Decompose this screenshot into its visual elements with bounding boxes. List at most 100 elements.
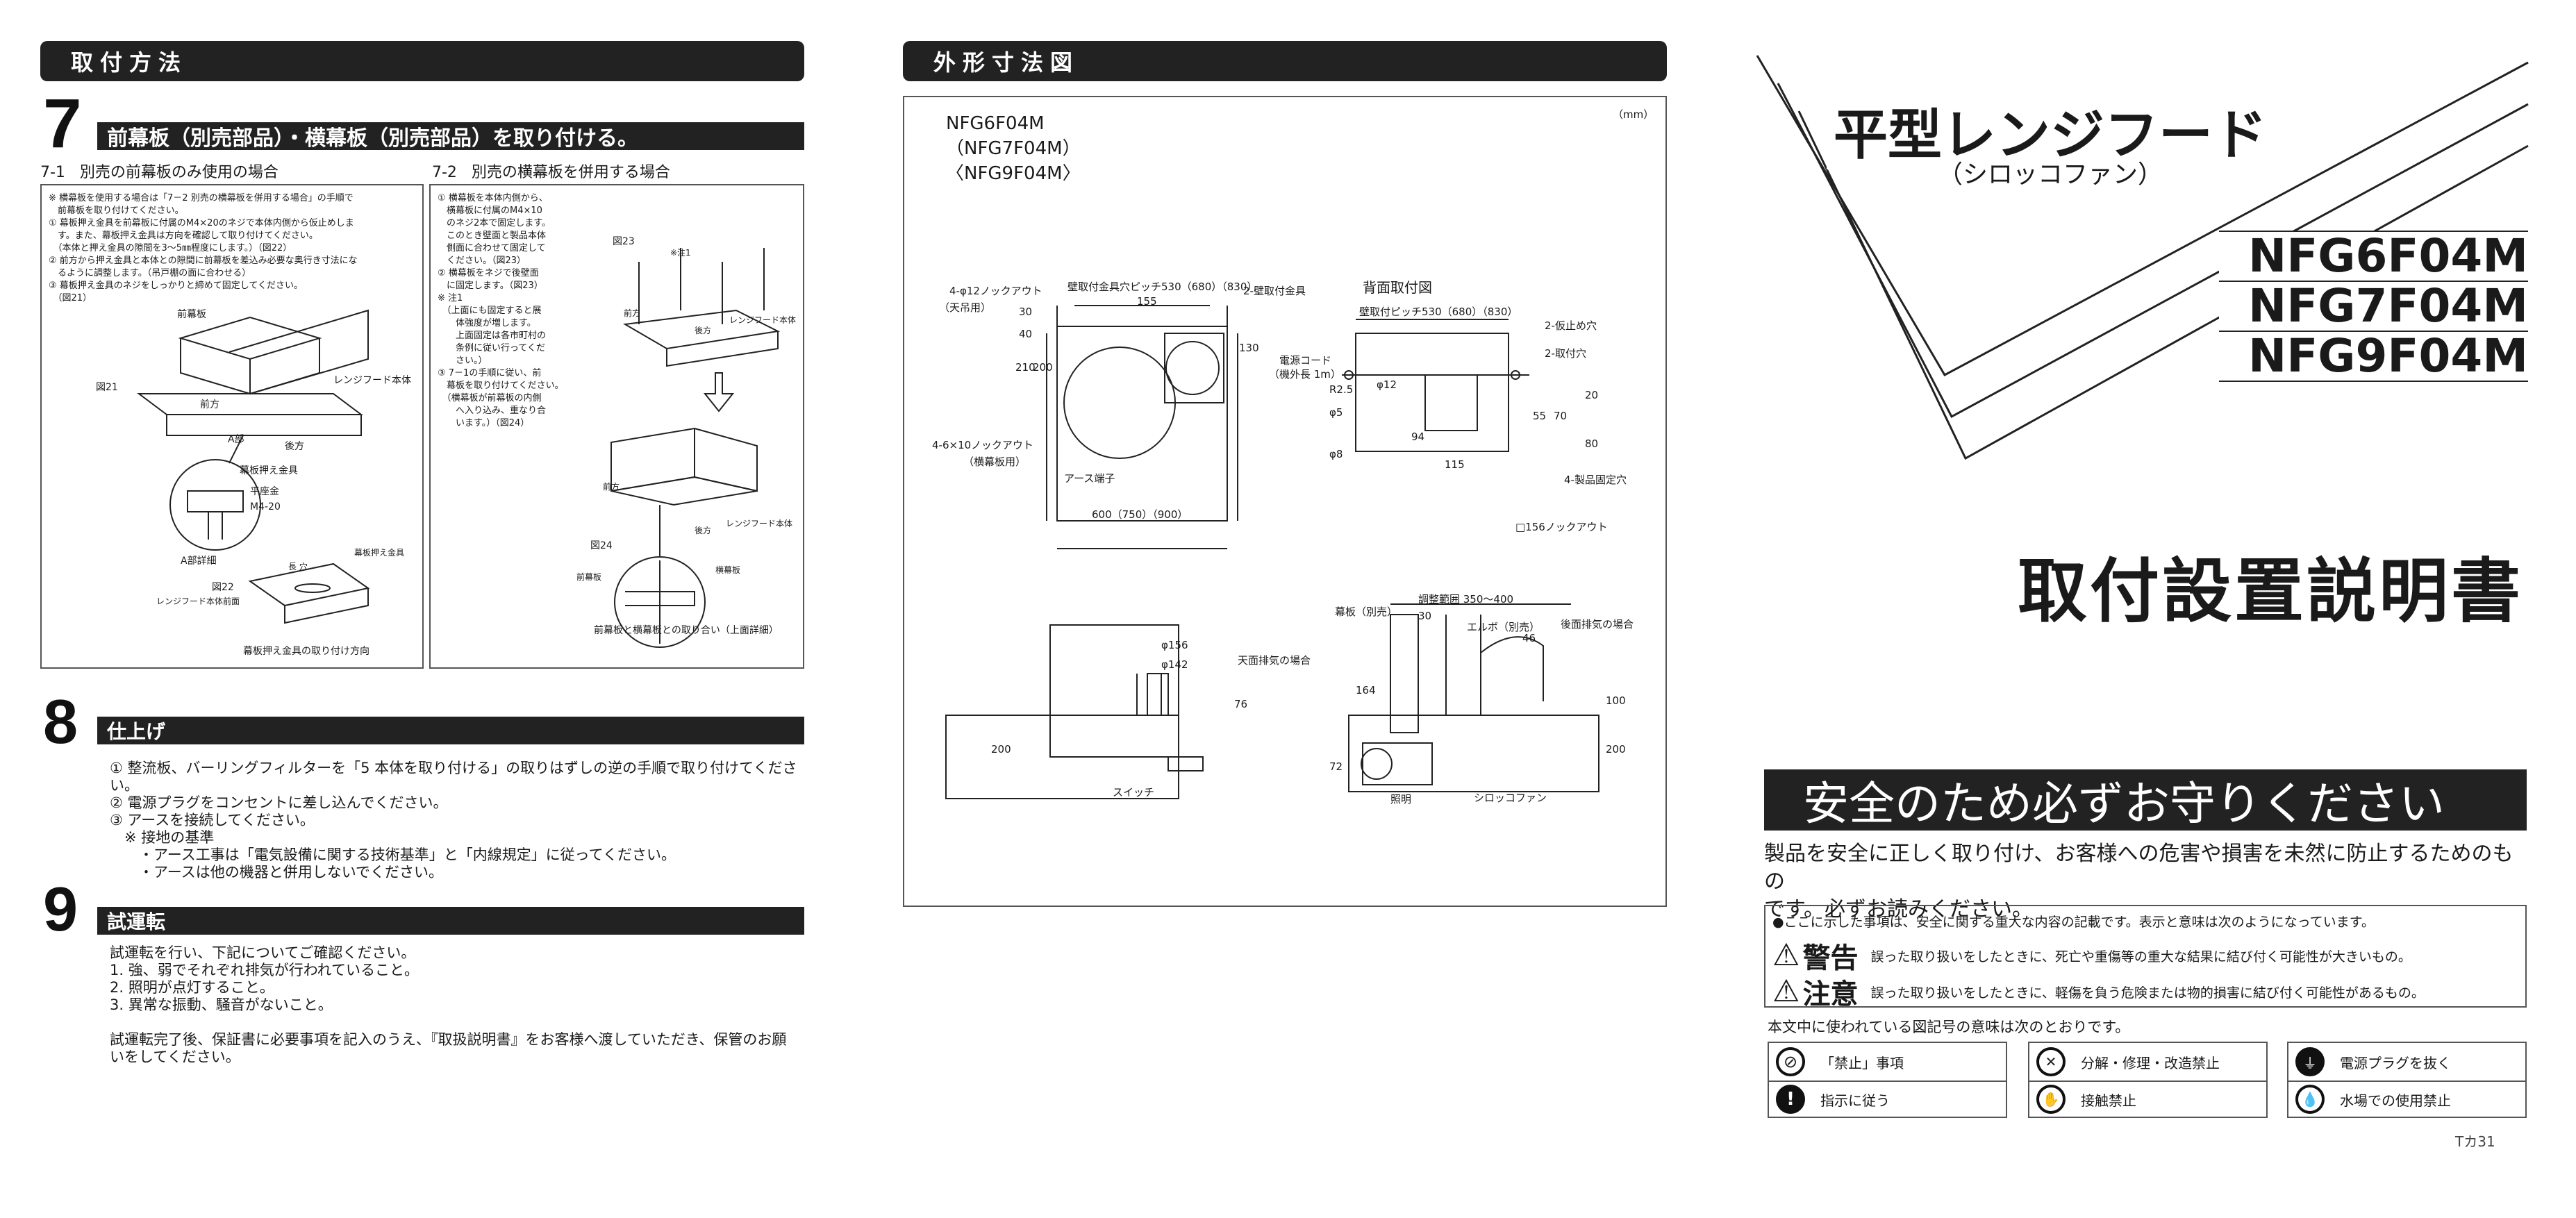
dim-r25: R2.5 [1329, 383, 1354, 396]
warning-row: ⚠ 警告 誤った取り扱いをしたときに、死亡や重傷等の重大な結果に結び付く可能性が… [1772, 935, 2411, 976]
dim-light: 照明 [1390, 793, 1412, 806]
symbol-no-touch: ✋ 接触禁止 [2036, 1085, 2136, 1114]
label-part-a: A部 [228, 434, 244, 445]
symbol-group-1: ⊘ 「禁止」事項 ! 指示に従う [1768, 1042, 2007, 1118]
prohibit-icon: ⊘ [1776, 1047, 1805, 1076]
dim-200c: 200 [1606, 743, 1626, 756]
caution-row: ⚠ 注意 誤った取り扱いをしたときに、軽傷を負う危険または物的損害に結び付く可能… [1772, 971, 2425, 1012]
section-header-dimensions: 外形寸法図 [903, 41, 1667, 81]
symbol-prohibit-label: 「禁止」事項 [1820, 1054, 1904, 1071]
dim-side-knockout-sub: （横幕板用） [963, 456, 1027, 468]
symbol-divider [2029, 1081, 2266, 1082]
dim-earth-terminal: アース端子 [1064, 472, 1115, 485]
symbol-divider [2288, 1081, 2525, 1082]
no-touch-icon: ✋ [2036, 1085, 2066, 1114]
label-front-3: 前方 [603, 482, 620, 492]
exclamation-icon: ! [1776, 1085, 1805, 1114]
product-title: 平型レンジフード [1827, 92, 2275, 169]
step-7-2-instructions: ① 横幕板を本体内側から、 横幕板に付属のM4×10 のネジ2本で固定します。 … [438, 193, 564, 428]
unplug-icon: ⏚ [2295, 1047, 2325, 1076]
dim-210: 210 [1015, 361, 1036, 374]
dim-94: 94 [1411, 431, 1425, 443]
dim-phi142: φ142 [1161, 658, 1188, 671]
dim-30: 30 [1019, 306, 1033, 318]
symbol-no-water-label: 水場での使用禁止 [2340, 1092, 2451, 1109]
dim-side-knockout: 4-6×10ノックアウト [932, 439, 1033, 451]
dim-power-cord: 電源コード [1279, 354, 1332, 367]
dim-adjust-range: 調整範囲 350～400 [1418, 593, 1514, 606]
label-bracket-2: 幕板押え金具 [354, 548, 405, 558]
label-bracket: 幕板押え金具 [240, 465, 298, 476]
dim-30b: 30 [1418, 610, 1432, 622]
dim-elbow: エルボ（別売） [1467, 621, 1540, 633]
dim-phi12: φ12 [1377, 378, 1397, 391]
warning-label: 警告 [1802, 942, 1859, 974]
fig-23-label: 図23 [613, 236, 635, 247]
dim-front-panel: 幕板（別売） [1335, 606, 1398, 618]
symbol-no-disassemble-label: 分解・修理・改造禁止 [2081, 1054, 2220, 1071]
label-back-2: 後方 [695, 326, 712, 335]
step-7-1-title: 別売の前幕板のみ使用の場合 [79, 164, 279, 181]
dim-156-knockout: □156ノックアウト [1515, 521, 1608, 533]
warning-triangle-icon: ⚠ [1772, 937, 1800, 973]
symbol-divider [1769, 1081, 2006, 1082]
label-back-3: 後方 [695, 526, 712, 535]
label-washer: 平座金 [250, 486, 279, 497]
caution-text: 誤った取り扱いをしたときに、軽傷を負う危険または物的損害に結び付く可能性があるも… [1870, 985, 2425, 1001]
model-2: NFG7F04M [2219, 281, 2528, 331]
label-overlap-detail: 前幕板と横幕板との取り合い（上面詳細） [594, 625, 779, 636]
safety-banner: 安全のため必ずお守りください [1764, 769, 2527, 831]
dim-115: 115 [1445, 458, 1465, 471]
label-front-2: 前方 [624, 308, 641, 318]
label-screw: M4-20 [250, 501, 281, 512]
dim-155: 155 [1137, 295, 1157, 308]
manual-title: 取付設置説明書 [2018, 551, 2523, 632]
step-7-2-title: 別売の横幕板を併用する場合 [471, 164, 670, 181]
step-9-text: 試運転を行い、下記についてご確認ください。 1. 強、弱でそれぞれ排気が行われて… [110, 944, 787, 1065]
label-hood-body-3: レンジフード本体 [726, 519, 793, 528]
label-hood-body-2: レンジフード本体 [729, 315, 797, 325]
figure-23-24-drawing [610, 248, 781, 648]
dim-phi8: φ8 [1329, 448, 1343, 460]
dim-20: 20 [1585, 389, 1599, 401]
label-note-1: ※注1 [670, 248, 691, 258]
dim-wall-bracket: 2-壁取付金具 [1243, 285, 1306, 297]
dim-power-cord-length: （機外長 1m） [1269, 368, 1341, 381]
step-9-title: 試運転 [97, 907, 804, 935]
dim-temp-holes: 2-仮止め穴 [1545, 319, 1597, 332]
model-list: NFG6F04M NFG7F04M NFG9F04M [2219, 231, 2528, 382]
safety-intro: 製品を安全に正しく取り付け、お客様への危害や損害を未然に防止するためのもの です… [1764, 842, 2513, 921]
product-subtitle: （シロッコファン） [1938, 160, 2163, 189]
label-front-panel: 前幕板 [177, 309, 206, 320]
symbol-instruct: ! 指示に従う [1776, 1085, 1890, 1114]
model-3: NFG9F04M [2219, 331, 2528, 382]
step-8-title: 仕上げ [97, 717, 804, 744]
step-7-1-box: ※ 横幕板を使用する場合は「7－2 別売の横幕板を併用する場合」の手順で 前幕板… [40, 184, 424, 669]
no-water-icon: 💧 [2295, 1085, 2325, 1114]
dim-46: 46 [1522, 632, 1536, 644]
dim-164: 164 [1356, 684, 1376, 696]
caution-triangle-icon: ⚠ [1772, 974, 1800, 1009]
symbol-no-disassemble: ✕ 分解・修理・改造禁止 [2036, 1047, 2220, 1076]
dim-100: 100 [1606, 694, 1626, 707]
dim-phi5: φ5 [1329, 406, 1343, 419]
label-front-direction: 前方 [200, 399, 219, 410]
back-mount-title: 背面取付図 [1363, 279, 1432, 296]
fig-21-label: 図21 [96, 382, 118, 393]
dim-hole-knockout: 4-φ12ノックアウト [949, 285, 1042, 297]
dimension-drawing-box: NFG6F04M （NFG7F04M） 〈NFG9F04M〉 （mm） 背面取付… [903, 96, 1667, 907]
outline-drawings [945, 305, 1599, 799]
dim-fix-holes: 4-製品固定穴 [1564, 474, 1627, 486]
label-a-detail: A部詳細 [181, 556, 217, 567]
symbol-unplug: ⏚ 電源プラグを抜く [2295, 1047, 2451, 1076]
dim-130: 130 [1239, 342, 1259, 354]
dim-switch: スイッチ [1113, 786, 1155, 799]
symbol-unplug-label: 電源プラグを抜く [2340, 1054, 2451, 1071]
symbol-group-2: ✕ 分解・修理・改造禁止 ✋ 接触禁止 [2028, 1042, 2268, 1118]
dim-40: 40 [1019, 328, 1033, 340]
dim-bracket-pitch: 壁取付金具穴ピッチ530（680）（830） [1067, 281, 1258, 293]
dim-70: 70 [1554, 410, 1568, 422]
step-7-1-number: 7-1 [40, 164, 65, 181]
notice-heading: ●ここに示した事項は、安全に関する重大な内容の記載です。表示と意味は次のようにな… [1772, 915, 2375, 930]
